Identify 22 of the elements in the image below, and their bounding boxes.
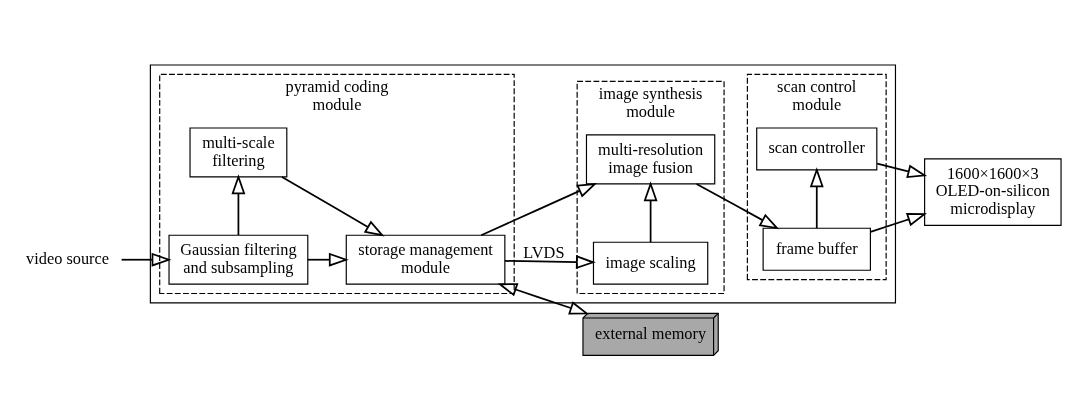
edge-label: LVDS (523, 242, 565, 262)
arrow (281, 175, 385, 237)
arrow (504, 254, 596, 269)
node-box: frame buffer (762, 227, 871, 271)
arrow (869, 212, 927, 233)
node-box: multi-scale filtering (189, 126, 288, 177)
arrow (809, 166, 824, 229)
node-box: scan controller (756, 126, 878, 171)
arrow (876, 162, 928, 178)
node-box: 1600×1600×3 OLED-on-silicon microdisplay (924, 157, 1062, 226)
node-box: Gaussian filtering and subsampling (168, 234, 309, 285)
arrow (695, 182, 780, 229)
node-box: storage management module (345, 234, 506, 285)
arrow (480, 182, 598, 236)
node-box: multi-resolution image fusion (585, 133, 716, 184)
node-box: image scaling (592, 241, 709, 285)
node-text: video source (26, 248, 110, 268)
arrow (643, 180, 658, 243)
arrow (307, 252, 349, 267)
arrow (497, 282, 590, 314)
arrow (231, 173, 246, 236)
arrow (120, 252, 172, 267)
